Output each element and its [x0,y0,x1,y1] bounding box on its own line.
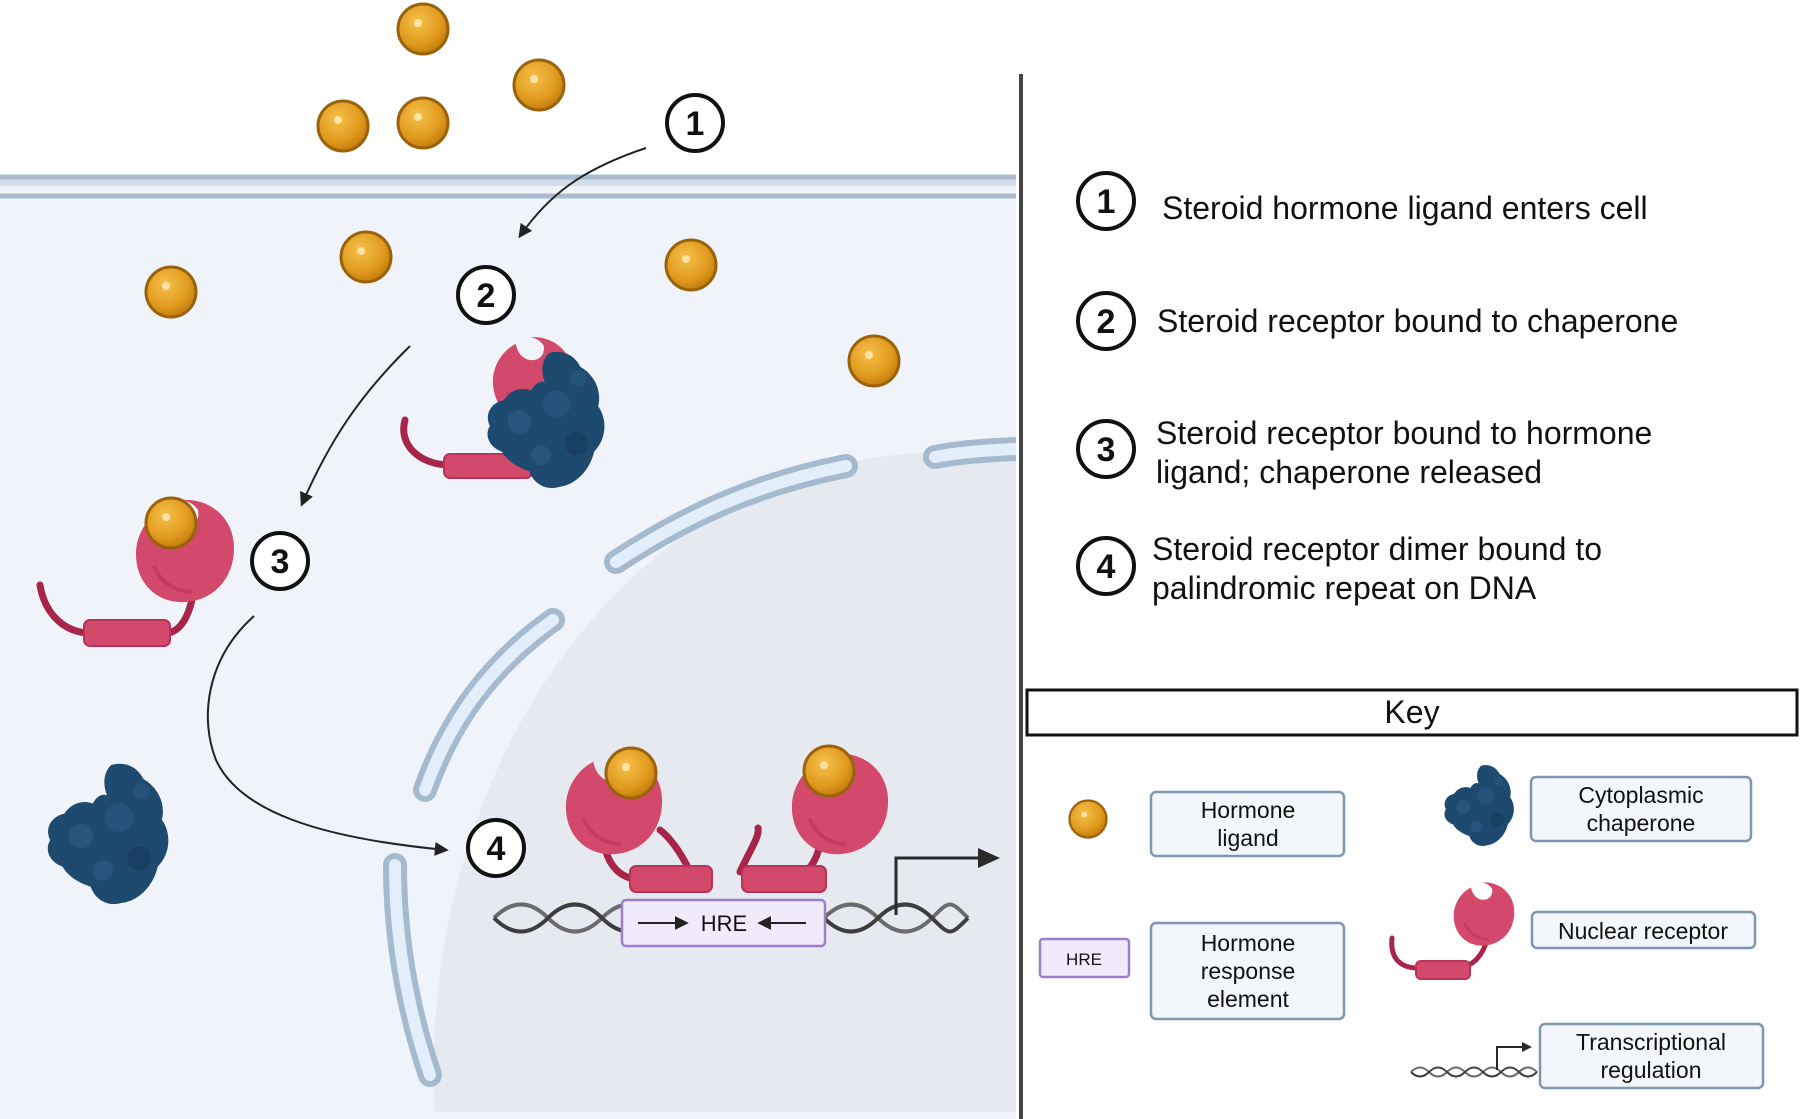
bound-ligand-icon [802,744,856,798]
key-label-line: ligand [1217,825,1278,851]
legend-step-1: 1 Steroid hormone ligand enters cell [1076,171,1648,231]
hre-label: HRE [701,911,747,936]
receptor-dimer [563,744,891,893]
pathway-arrows [206,147,647,856]
transcription-start-arrow [894,848,1000,915]
receptor-ligand-complex [36,496,236,647]
arrow-2-to-3 [300,345,411,507]
badge-number: 3 [271,543,290,581]
legend-step-4: 4 Steroid receptor dimer bound to palind… [1076,531,1602,606]
key-label-line: Hormone [1201,797,1296,823]
bound-ligand-icon [144,496,198,550]
badge-4: 4 [466,818,526,878]
key-label-line: Cytoplasmic [1578,782,1703,808]
hormone-ligand-icon [664,238,718,292]
key-label-line: regulation [1600,1057,1701,1083]
key-hormone-response-element-label: Hormone response element [1149,921,1346,1021]
step-1-text: Steroid hormone ligand enters cell [1162,190,1648,226]
key-nuclear-receptor-icon [1389,881,1516,980]
key-hormone-ligand-icon [1068,799,1108,839]
plasma-membrane [0,174,1016,199]
hormone-ligand-icon [316,99,370,153]
hormone-ligand-icon [144,265,198,319]
arrow-3-to-4 [206,615,449,856]
step-4-text-line-1: Steroid receptor dimer bound to [1152,531,1602,567]
step-legend: 1 Steroid hormone ligand enters cell 2 S… [1076,171,1678,606]
key-header [1025,688,1799,737]
bound-ligand-icon [604,746,658,800]
legend-badge-number: 1 [1097,183,1116,221]
key-cytoplasmic-chaperone-label: Cytoplasmic chaperone [1529,775,1753,843]
nuclear-envelope [383,437,1028,1087]
key-title: Key [1384,694,1439,730]
key-hre-icon-label: HRE [1066,950,1102,969]
key-label-line: Transcriptional [1576,1029,1726,1055]
key-label-line: response [1201,958,1296,984]
hre-box: HRE [620,898,827,948]
legend-step-2: 2 Steroid receptor bound to chaperone [1076,291,1678,351]
key-label-line: element [1207,986,1289,1012]
key-label-line: Hormone [1201,930,1296,956]
badge-1: 1 [665,93,725,153]
key-transcription-icon [1410,1042,1538,1078]
key-label-line: Nuclear receptor [1558,918,1728,944]
badge-number: 4 [487,830,506,868]
badge-2: 2 [456,265,516,325]
key-label-line: chaperone [1587,810,1696,836]
key-section: Key Hormone ligand Cytoplasmic chaperone… [1025,688,1799,1090]
hormone-ligand-icon [339,230,393,284]
hormone-ligand-icon [396,2,450,56]
receptor-chaperone-complex [400,335,605,488]
key-hre-icon: HRE [1038,937,1131,979]
badge-3: 3 [250,531,310,591]
badge-number: 2 [477,277,496,315]
step-4-text-line-2: palindromic repeat on DNA [1152,570,1537,606]
hormone-ligand-icon [396,96,450,150]
hormone-ligand-icon [847,334,901,388]
key-nuclear-receptor-label: Nuclear receptor [1530,910,1757,950]
arrow-1-to-2 [518,147,647,239]
key-transcriptional-regulation-label: Transcriptional regulation [1538,1022,1765,1090]
legend-step-3: 3 Steroid receptor bound to hormone liga… [1076,415,1652,490]
nucleus [433,450,1016,1112]
legend-badge-number: 4 [1097,548,1116,586]
step-3-text-line-1: Steroid receptor bound to hormone [1156,415,1652,451]
step-3-text-line-2: ligand; chaperone released [1156,454,1542,490]
hormone-ligand-icon [512,58,566,112]
legend-badge-number: 2 [1097,303,1116,341]
step-2-text: Steroid receptor bound to chaperone [1157,303,1678,339]
badge-number: 1 [686,105,705,143]
legend-badge-number: 3 [1097,431,1116,469]
key-hormone-ligand-label: Hormone ligand [1149,790,1346,858]
